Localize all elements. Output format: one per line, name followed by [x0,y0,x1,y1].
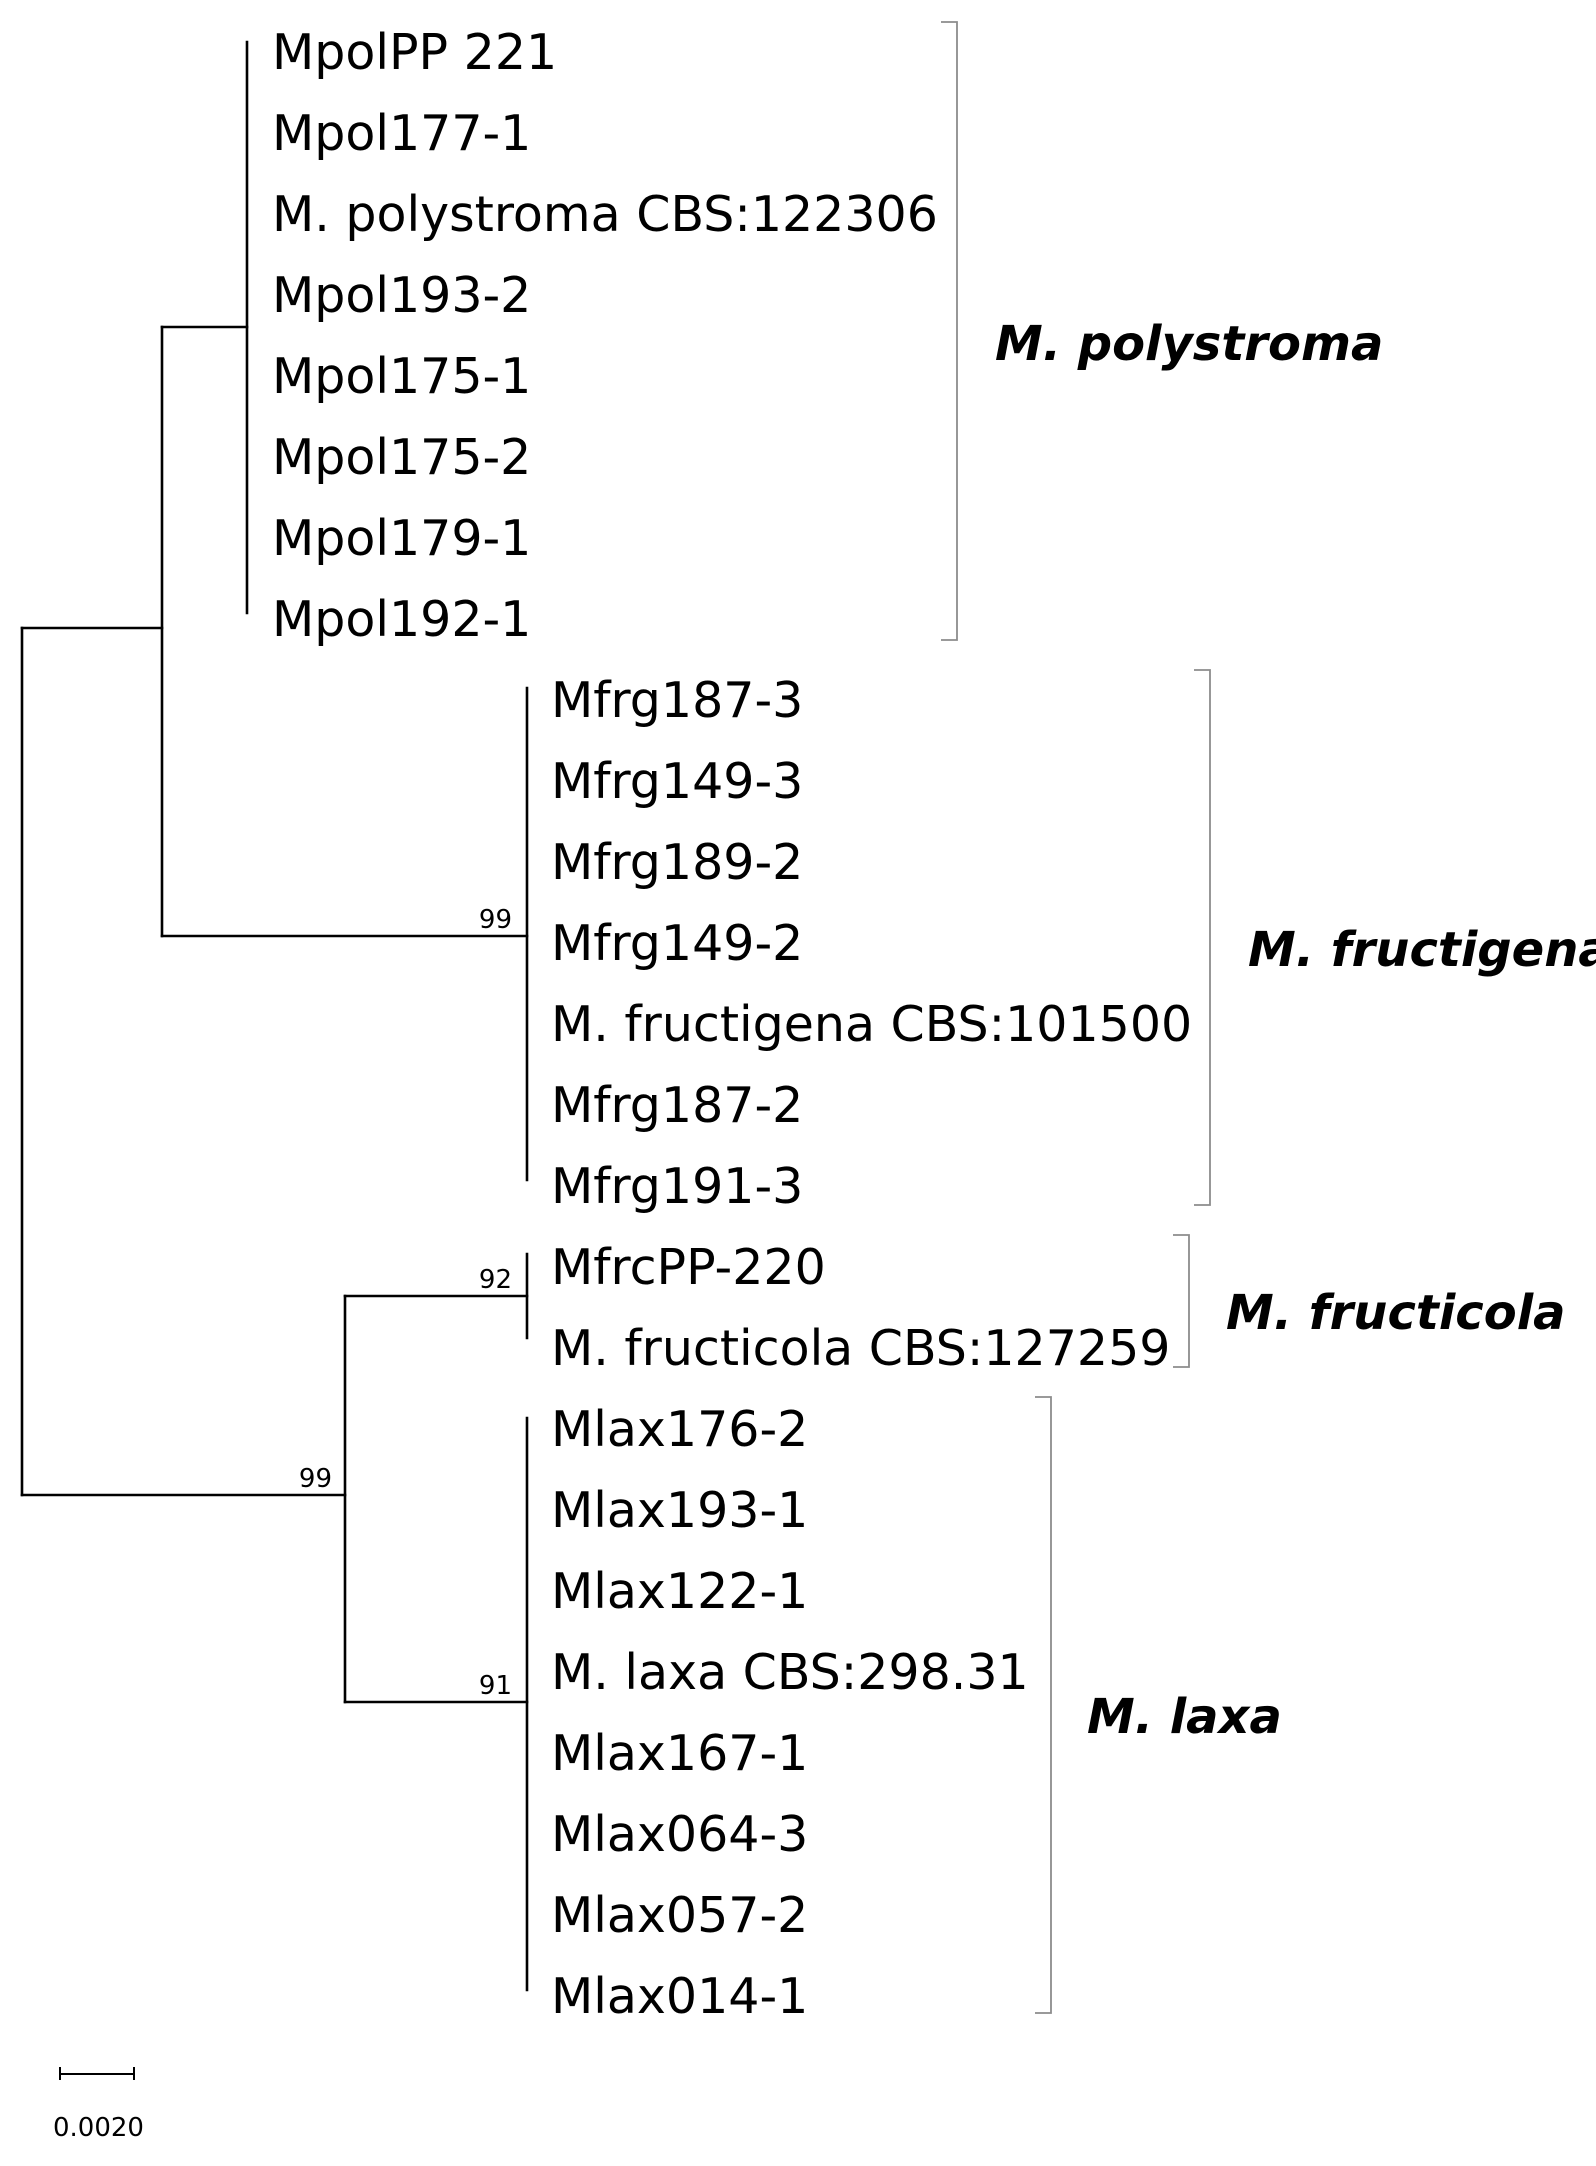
leaf-label: Mlax014-1 [551,1968,808,2025]
bootstrap-laxa: 91 [479,1671,512,1701]
leaf-labels-fructigena: Mfrg187-3 Mfrg149-3 Mfrg189-2 Mfrg149-2 … [551,672,1192,1215]
leaf-label: Mlax167-1 [551,1725,808,1782]
leaf-labels-laxa: Mlax176-2 Mlax193-1 Mlax122-1 M. laxa CB… [551,1401,1029,2025]
leaf-label: Mfrg191-3 [551,1158,803,1215]
bracket-laxa [1035,1396,1052,2014]
clade-label-polystroma: M. polystroma [995,316,1383,372]
clade-label-laxa: M. laxa [1087,1689,1282,1745]
scale-bar-label: 0.0020 [53,2113,144,2143]
leaf-label: Mfrg149-2 [551,915,803,972]
clade-label-fructigena: M. fructigena [1248,922,1596,978]
bracket-polystroma [941,21,958,641]
leaf-label: Mpol179-1 [272,510,531,567]
bootstrap-laxa-fructicola: 99 [299,1464,332,1494]
leaf-label: Mfrg187-2 [551,1077,803,1134]
clade-label-fructicola: M. fructicola [1226,1285,1566,1341]
leaf-label: MpolPP 221 [272,24,557,81]
leaf-label: Mlax176-2 [551,1401,808,1458]
leaf-label: Mlax064-3 [551,1806,808,1863]
scale-bar: 0.0020 [53,2067,144,2143]
clade-labels: M. polystroma M. fructigena M. fructicol… [995,316,1596,1745]
leaf-labels-polystroma: MpolPP 221 Mpol177-1 M. polystroma CBS:1… [272,24,938,648]
leaf-label: Mpol175-1 [272,348,531,405]
leaf-label: Mpol175-2 [272,429,531,486]
bootstrap-values: 99 92 99 91 [299,905,512,1701]
leaf-label: Mfrg149-3 [551,753,803,810]
leaf-label: Mpol193-2 [272,267,531,324]
leaf-label: M. fructicola CBS:127259 [551,1320,1170,1377]
leaf-label: M. polystroma CBS:122306 [272,186,938,243]
leaf-label: Mpol192-1 [272,591,531,648]
leaf-label: Mfrg189-2 [551,834,803,891]
group-brackets [941,21,1211,2014]
bootstrap-fructicola: 92 [479,1265,512,1295]
tree-branches [20,40,529,1992]
bracket-fructigena [1194,669,1211,1206]
leaf-label: Mlax193-1 [551,1482,808,1539]
leaf-label: Mfrg187-3 [551,672,803,729]
leaf-label: M. laxa CBS:298.31 [551,1644,1029,1701]
leaf-label: Mlax057-2 [551,1887,808,1944]
leaf-label: M. fructigena CBS:101500 [551,996,1192,1053]
leaf-label: MfrcPP-220 [551,1239,826,1296]
bootstrap-fructigena: 99 [479,905,512,935]
leaf-label: Mlax122-1 [551,1563,808,1620]
bracket-fructicola [1173,1234,1190,1368]
leaf-label: Mpol177-1 [272,105,531,162]
leaf-labels-fructicola: MfrcPP-220 M. fructicola CBS:127259 [551,1239,1170,1377]
